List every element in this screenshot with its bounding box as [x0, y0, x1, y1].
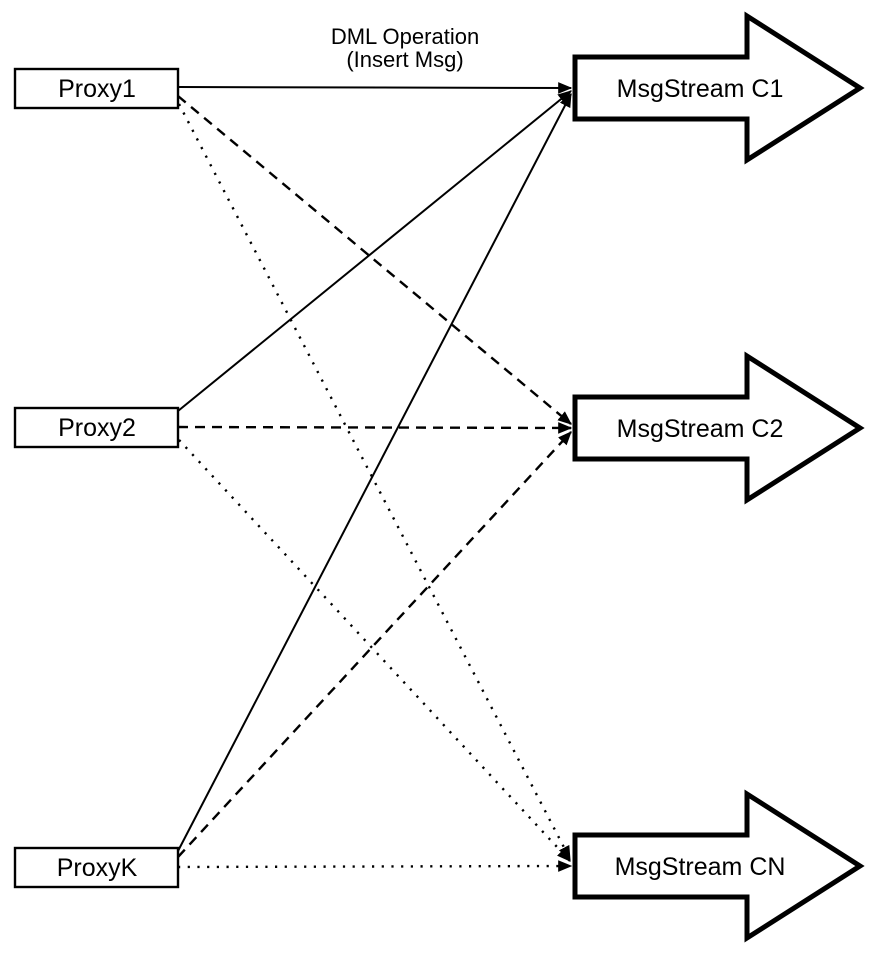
edge-annotation: DML Operation (Insert Msg): [331, 24, 479, 72]
msgstream-c1-label: MsgStream C1: [617, 75, 784, 103]
msgstream-cn-node: MsgStream CN: [572, 789, 865, 943]
proxy1-box: [13, 67, 180, 110]
edge-proxy1-to-msgstream-c1: [177, 82, 573, 94]
proxy2-label: Proxy2: [58, 414, 136, 442]
msgstream-c1-arrow-shape: [572, 11, 865, 165]
edge-proxyk-to-msgstream-c2: [177, 431, 572, 858]
msgstream-cn-label: MsgStream CN: [615, 853, 786, 881]
edge-proxy2-to-msgstream-c1: [177, 90, 572, 412]
msgstream-c1-node: MsgStream C1: [572, 11, 865, 165]
edge-proxy1-to-msgstream-c2: [177, 95, 572, 425]
annotation-line1: DML Operation: [331, 24, 479, 49]
proxy2-node: Proxy2: [13, 406, 180, 449]
msgstream-cn-arrow-shape: [572, 789, 865, 943]
proxyk-label: ProxyK: [57, 854, 138, 882]
annotation-line2: (Insert Msg): [346, 47, 463, 72]
edge-proxy1-to-msgstream-cn: [177, 103, 572, 861]
proxy2-box: [13, 406, 180, 449]
edge-proxyk-to-msgstream-c1: [177, 92, 572, 852]
msgstream-c2-node: MsgStream C2: [572, 351, 865, 505]
edge-proxy2-to-msgstream-c2: [177, 422, 573, 434]
msgstream-c2-label: MsgStream C2: [617, 415, 784, 443]
proxy1-node: Proxy1: [13, 67, 180, 110]
msgstream-c2-arrow-shape: [572, 351, 865, 505]
proxyk-node: ProxyK: [13, 846, 180, 889]
proxyk-box: [13, 846, 180, 889]
edge-proxy2-to-msgstream-cn: [178, 439, 571, 862]
edge-proxyk-to-msgstream-cn: [177, 860, 573, 872]
proxy1-label: Proxy1: [58, 75, 136, 103]
